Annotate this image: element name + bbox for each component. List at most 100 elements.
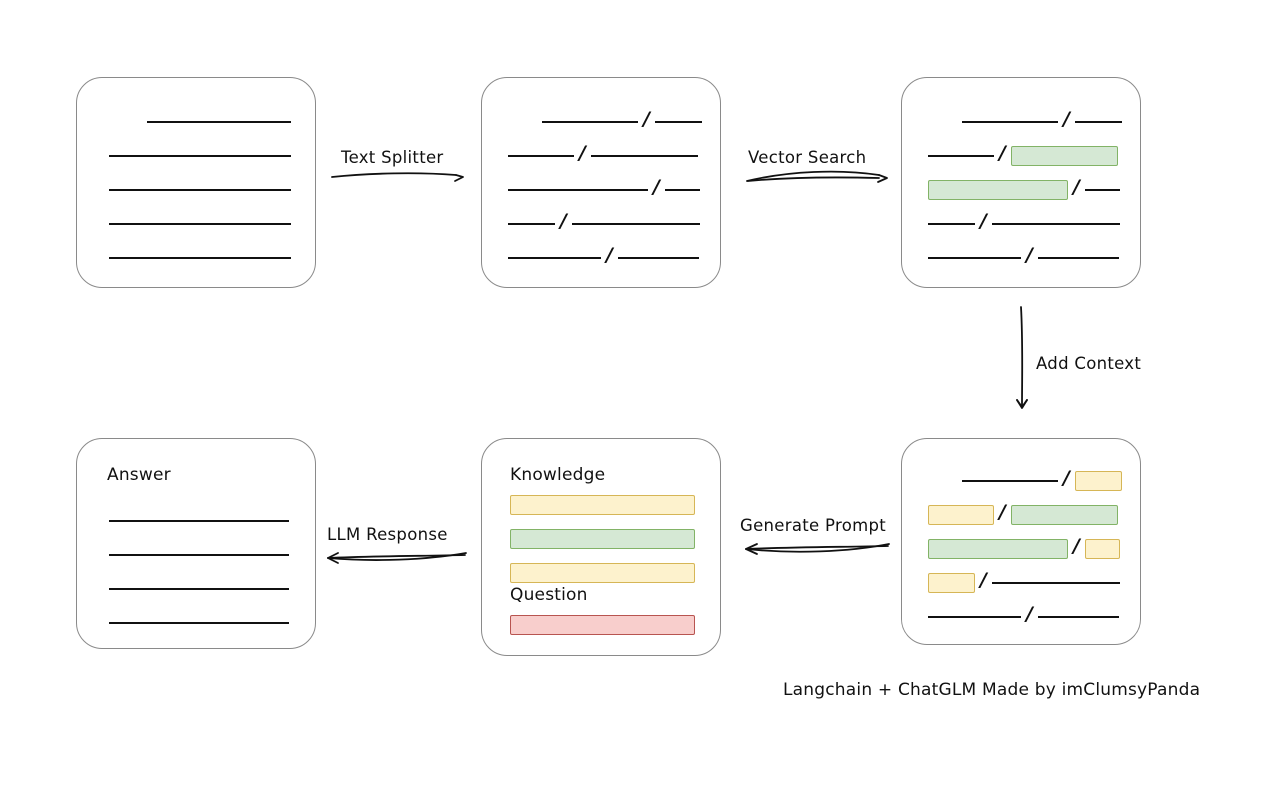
text-line-segment (991, 222, 1120, 226)
highlighted-chunk-yellow (928, 573, 975, 593)
document-line: / (928, 107, 1122, 132)
answer-box[interactable]: Answer (76, 438, 316, 649)
prompt-bar-yellow (510, 563, 695, 583)
chunk-separator-slash: / (1073, 175, 1080, 198)
text-line-segment (571, 222, 700, 226)
chunk-separator-slash: / (1073, 534, 1080, 557)
document-line: / (928, 175, 1122, 200)
context-chunks-box[interactable]: / / / / / (901, 438, 1141, 645)
text-line-segment (508, 188, 648, 192)
document-line (109, 214, 291, 234)
document-line: / (928, 602, 1122, 627)
document-line: / (928, 141, 1122, 166)
document-line (109, 180, 291, 200)
prompt-box[interactable]: Knowledge Question (481, 438, 721, 656)
text-line-segment (1084, 188, 1120, 192)
highlighted-chunk-green (1010, 505, 1118, 525)
document-line: / (928, 500, 1122, 525)
document-line (109, 248, 291, 268)
edge-label-llm-response: LLM Response (327, 525, 448, 544)
chunk-separator-slash: / (980, 209, 987, 232)
chunk-separator-slash: / (1026, 602, 1033, 625)
document-line: / (508, 175, 702, 200)
text-line-segment (590, 154, 698, 158)
llm-response-arrow (327, 552, 467, 564)
text-line-segment (991, 581, 1120, 585)
text-line-segment (1037, 615, 1119, 619)
highlighted-chunk-green (928, 180, 1068, 200)
document-line: / (928, 568, 1122, 593)
document-line (109, 146, 291, 166)
split-chunks-box[interactable]: / / / / / (481, 77, 721, 288)
knowledge-label: Knowledge (510, 465, 606, 485)
text-line-segment (508, 256, 601, 260)
text-line-segment (109, 154, 291, 158)
text-splitter-arrow (331, 172, 464, 182)
text-line-segment (1074, 120, 1122, 124)
document-line: / (928, 245, 1122, 268)
document-line: / (928, 534, 1122, 559)
source-document-box[interactable] (76, 77, 316, 288)
text-line-segment (928, 256, 1021, 260)
text-line-segment (962, 479, 1059, 483)
text-line-segment (1037, 256, 1119, 260)
chunk-separator-slash: / (980, 568, 987, 591)
document-line (109, 579, 291, 599)
document-line (109, 545, 291, 565)
document-line (109, 613, 291, 633)
text-line-segment (109, 519, 289, 523)
generate-prompt-arrow (745, 543, 890, 555)
text-line-segment (664, 188, 700, 192)
text-line-segment (928, 615, 1021, 619)
vector-search-arrow (746, 170, 888, 183)
highlighted-chunk-green (1010, 146, 1118, 166)
text-line-segment (109, 188, 291, 192)
footer-credit: Langchain + ChatGLM Made by imClumsyPand… (783, 680, 1201, 700)
prompt-bar-green (510, 529, 695, 549)
text-line-segment (109, 621, 289, 625)
text-line-segment (147, 120, 291, 124)
text-line-segment (508, 222, 555, 226)
text-line-segment (654, 120, 702, 124)
document-line: / (928, 209, 1122, 234)
prompt-bar-red (510, 615, 695, 635)
chunk-separator-slash: / (1063, 466, 1070, 489)
chunk-separator-slash: / (1063, 107, 1071, 130)
chunk-separator-slash: / (653, 175, 660, 198)
document-line: / (508, 209, 702, 234)
chunk-separator-slash: / (606, 243, 613, 266)
chunk-separator-slash: / (579, 141, 586, 164)
text-line-segment (542, 120, 639, 124)
document-line: / (928, 466, 1122, 491)
vector-search-results-box[interactable]: / / / / / (901, 77, 1141, 288)
prompt-bar-yellow (510, 495, 695, 515)
answer-label: Answer (107, 465, 171, 485)
chunk-separator-slash: / (999, 141, 1006, 164)
text-line-segment (962, 120, 1059, 124)
chunk-separator-slash: / (560, 209, 567, 232)
highlighted-chunk-yellow (928, 505, 994, 525)
text-line-segment (109, 553, 289, 557)
document-line (109, 511, 291, 531)
highlighted-chunk-yellow (1074, 471, 1122, 491)
highlighted-chunk-yellow (1084, 539, 1120, 559)
question-label: Question (510, 585, 588, 605)
text-line-segment (109, 256, 291, 260)
text-line-segment (109, 587, 289, 591)
document-line: / (508, 141, 702, 166)
document-line (109, 112, 291, 132)
text-line-segment (109, 222, 291, 226)
text-line-segment (508, 154, 574, 158)
highlighted-chunk-green (928, 539, 1068, 559)
edge-label-generate-prompt: Generate Prompt (740, 516, 886, 535)
add-context-arrow (1016, 306, 1028, 409)
text-line-segment (617, 256, 699, 260)
document-line: / (508, 243, 702, 268)
text-line-segment (928, 222, 975, 226)
text-line-segment (928, 154, 994, 158)
edge-label-add-context: Add Context (1036, 354, 1142, 373)
chunk-separator-slash: / (643, 107, 651, 130)
chunk-separator-slash: / (999, 500, 1006, 523)
edge-label-vector-search: Vector Search (748, 148, 867, 167)
